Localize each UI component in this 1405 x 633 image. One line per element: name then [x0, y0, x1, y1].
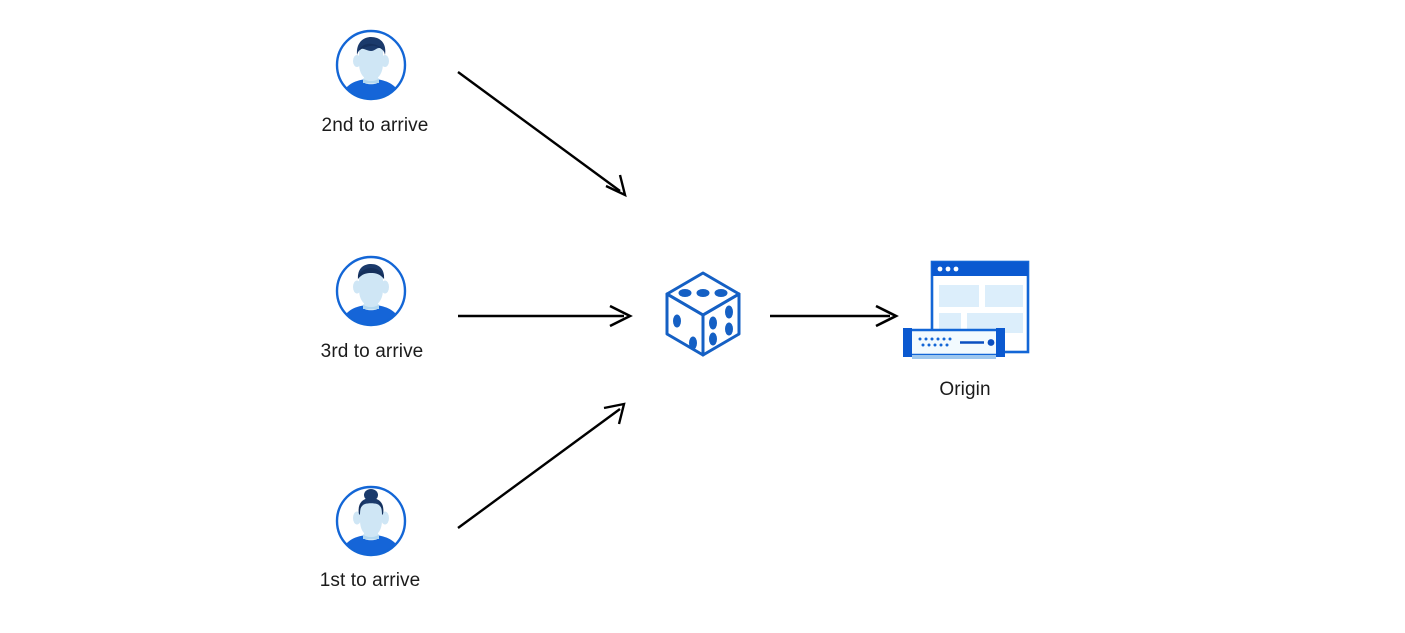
node-visitor-1st[interactable] — [334, 484, 408, 558]
node-label-visitor-2nd: 2nd to arrive — [321, 115, 429, 136]
arrow-3rd-to-dice — [458, 304, 633, 328]
origin-server-icon — [903, 260, 1030, 359]
node-origin[interactable] — [896, 258, 1036, 368]
server-device-icon — [903, 328, 1005, 359]
dice-left-pips — [673, 314, 697, 350]
dice-top-pips — [678, 289, 728, 297]
node-randomizer[interactable] — [660, 268, 746, 360]
node-label-visitor-3rd: 3rd to arrive — [320, 341, 424, 362]
user-avatar-icon — [335, 255, 407, 327]
arrow-1st-to-dice — [457, 402, 626, 529]
arrow-dice-to-origin — [770, 304, 899, 328]
node-visitor-3rd[interactable] — [334, 254, 408, 328]
user-avatar-icon — [335, 485, 407, 557]
node-label-visitor-1st: 1st to arrive — [319, 570, 421, 591]
node-label-origin: Origin — [939, 379, 991, 400]
user-avatar-icon — [335, 29, 407, 101]
server-vent-dots — [918, 337, 952, 347]
dice-right-pips — [709, 305, 733, 346]
node-visitor-2nd[interactable] — [334, 28, 408, 102]
dice-icon — [665, 271, 741, 357]
